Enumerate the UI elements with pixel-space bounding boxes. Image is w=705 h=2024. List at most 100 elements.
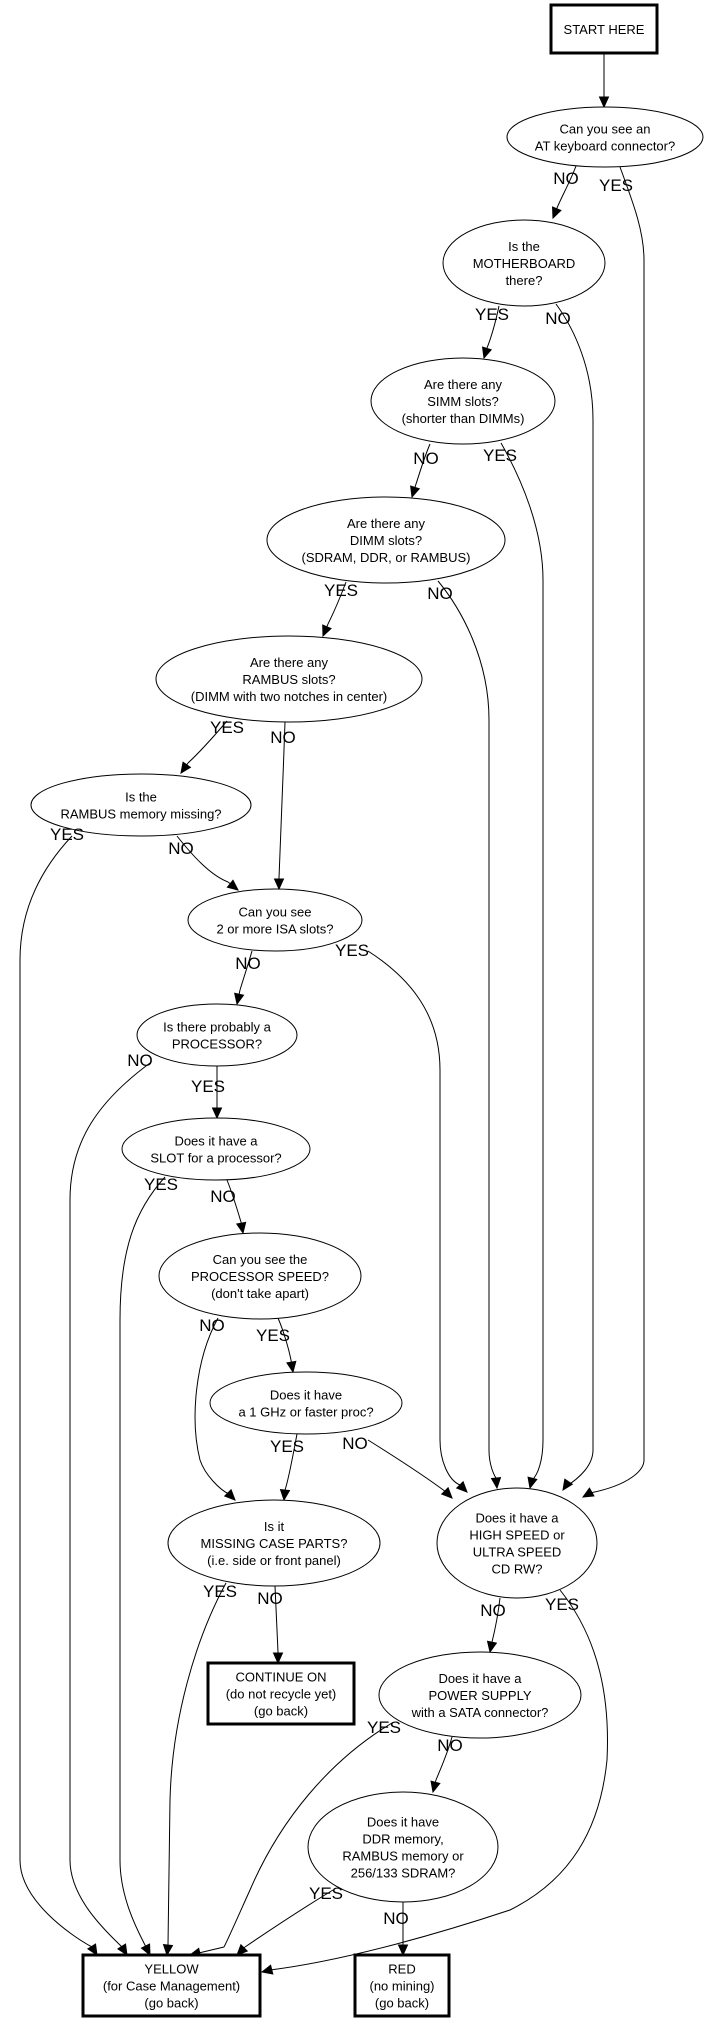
arrowhead-icon — [430, 1780, 441, 1794]
node-text-line: YELLOW — [144, 1962, 199, 1977]
arrowhead-icon — [598, 96, 610, 109]
edge-line — [167, 1582, 227, 1946]
node-text-line: Does it have a — [438, 1671, 522, 1686]
edge-line — [176, 835, 229, 883]
edge-rambus_slots-to-isa — [273, 721, 286, 891]
edge-label-yes: YES — [144, 1175, 178, 1194]
edge-line — [119, 1176, 166, 1948]
node-shape-ellipse — [307, 1791, 499, 1903]
node-text-line: Can you see the — [213, 1252, 308, 1267]
edge-label-yes: YES — [270, 1437, 304, 1456]
edge-label-no: NO — [210, 1187, 236, 1206]
node-text-line: POWER SUPPLY — [428, 1688, 531, 1703]
node-text-line: Can you see an — [559, 122, 650, 137]
edge-label-no: NO — [545, 309, 571, 328]
node-shape-ellipse — [378, 1651, 582, 1739]
arrowhead-icon — [322, 624, 332, 638]
edge-label-yes: YES — [203, 1582, 237, 1601]
arrowhead-icon — [562, 1478, 574, 1492]
edge-case_parts-to-continue — [272, 1585, 284, 1665]
edge-label-yes: YES — [191, 1077, 225, 1096]
node-shape-ellipse — [266, 496, 506, 584]
node-shape-ellipse — [187, 888, 363, 952]
edge-label-no: NO — [270, 728, 296, 747]
node-text-line: DIMM slots? — [350, 533, 422, 548]
arrowhead-icon — [260, 1964, 274, 1975]
node-text-line: there? — [506, 273, 543, 288]
edge-slot-to-proc_speed — [226, 1179, 247, 1235]
node-text-line: PROCESSOR? — [172, 1037, 262, 1052]
edge-label-no: NO — [553, 169, 579, 188]
edge-line — [556, 165, 577, 209]
node-text-line: Does it have — [270, 1388, 342, 1403]
node-shape-ellipse — [167, 1499, 381, 1587]
edge-ghz-to-case_parts — [279, 1433, 298, 1502]
edge-rambus_missing-to-isa — [176, 835, 239, 891]
arrowhead-icon — [180, 761, 192, 774]
node-shape-box — [81, 1953, 262, 2018]
node-text-line: PROCESSOR SPEED? — [191, 1269, 329, 1284]
edges-layer — [19, 53, 645, 1975]
edge-label-no: NO — [437, 1736, 463, 1755]
arrowhead-icon — [273, 878, 285, 891]
node-text-line: Are there any — [250, 655, 329, 670]
edge-mobo-to-cdrw — [555, 303, 594, 1492]
edge-ddr-to-red — [397, 1902, 409, 1957]
node-shape-ellipse — [155, 635, 423, 723]
terminal-box-red: RED(no mining)(go back) — [353, 1953, 451, 2018]
edge-label-yes: YES — [335, 941, 369, 960]
edge-line — [274, 1585, 279, 1653]
arrowhead-icon — [486, 1640, 498, 1654]
arrowhead-icon — [481, 346, 493, 360]
edge-line — [239, 950, 253, 991]
node-text-line: a 1 GHz or faster proc? — [238, 1405, 373, 1420]
node-shape-ellipse — [158, 1232, 362, 1320]
edge-line — [244, 1889, 334, 1948]
node-shape-ellipse — [370, 357, 556, 445]
arrowhead-icon — [223, 1488, 236, 1501]
node-shape-ellipse — [436, 1487, 598, 1599]
node-text-line: ULTRA SPEED — [473, 1545, 562, 1560]
node-text-line: RAMBUS memory missing? — [60, 807, 221, 822]
node-text-line: 2 or more ISA slots? — [216, 922, 333, 937]
node-text-line: Does it have a — [174, 1134, 258, 1149]
node-text-line: DDR memory, — [362, 1832, 443, 1847]
node-text-line: CONTINUE ON — [236, 1670, 327, 1685]
arrowhead-icon — [272, 1652, 284, 1665]
arrowhead-icon — [455, 1480, 468, 1493]
edge-line — [69, 1062, 151, 1948]
arrowhead-icon — [211, 1107, 223, 1120]
node-text-line: (i.e. side or front panel) — [207, 1553, 341, 1568]
edge-cdrw-to-psu — [486, 1597, 501, 1654]
edge-label-yes: YES — [475, 305, 509, 324]
edge-cdrw-to-yellow — [260, 1589, 608, 1975]
arrowhead-icon — [410, 485, 421, 499]
edge-processor-to-slot — [211, 1066, 223, 1120]
node-shape-ellipse — [121, 1117, 311, 1181]
node-text-line: Is the — [125, 790, 157, 805]
node-text-line: (don't take apart) — [211, 1286, 309, 1301]
edge-label-yes: YES — [256, 1326, 290, 1345]
edge-rambus_slots-to-rambus_missing — [180, 720, 228, 774]
node-text-line: SIMM slots? — [427, 394, 499, 409]
node-text-line: SLOT for a processor? — [150, 1151, 281, 1166]
node-text-line: (go back) — [144, 1996, 198, 2011]
arrowhead-icon — [162, 1944, 174, 1957]
node-text-line: Does it have — [367, 1815, 439, 1830]
edge-rambus_missing-to-yellow — [19, 835, 98, 1957]
node-text-line: (go back) — [375, 1996, 429, 2011]
edge-case_parts-to-yellow — [162, 1582, 227, 1957]
node-shape-box — [206, 1661, 356, 1726]
edge-mobo-to-simm — [481, 305, 500, 360]
edge-line — [367, 1439, 447, 1493]
edge-dimm-to-rambus_slots — [322, 581, 347, 638]
